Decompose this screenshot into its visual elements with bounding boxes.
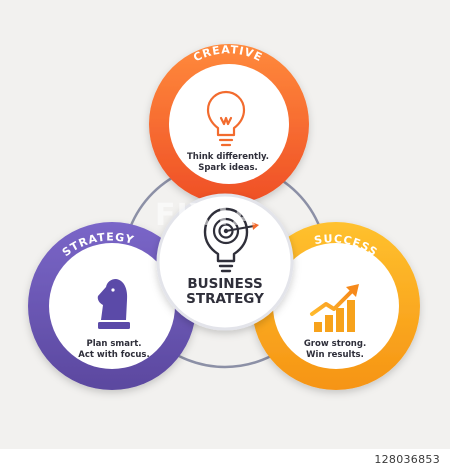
creative-line2: Spark ideas. xyxy=(198,163,258,173)
success-line2: Win results. xyxy=(306,350,364,360)
center-title-line2: STRATEGY xyxy=(186,291,264,307)
segment-strategy: STRATEGY Plan smart. Act with focus. xyxy=(28,222,196,390)
strategy-line2: Act with focus. xyxy=(78,350,149,360)
center-title-line1: BUSINESS xyxy=(187,276,262,292)
strategy-line1: Plan smart. xyxy=(86,339,141,349)
lightbulb-icon xyxy=(206,90,246,147)
lightbulb-target-icon xyxy=(203,207,259,273)
segment-creative: CREATIVE Think differently. Spark ideas. xyxy=(149,43,309,204)
center-hub: BUSINESS STRATEGY xyxy=(156,193,294,331)
footer-strip: 128036853 xyxy=(0,449,450,469)
growth-chart-icon xyxy=(310,284,359,332)
creative-line1: Think differently. xyxy=(187,152,269,162)
segment-success: SUCCESS Grow strong. Win results. xyxy=(252,222,420,390)
watermark-text: FIXTA xyxy=(155,198,257,233)
stock-id: 128036853 xyxy=(374,453,440,466)
success-line1: Grow strong. xyxy=(304,339,366,349)
chess-knight-icon xyxy=(97,279,130,329)
